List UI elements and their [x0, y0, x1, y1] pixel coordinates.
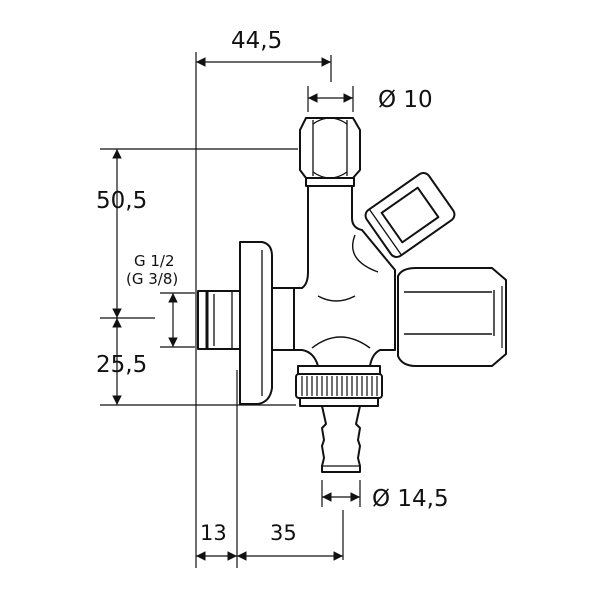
dim-bottom-right: 35: [270, 521, 297, 545]
dim-upper-height: 50,5: [96, 188, 147, 214]
hose-barb: [321, 405, 361, 473]
dim-hose-diameter: Ø 14,5: [372, 486, 449, 512]
wall-flange: [239, 241, 273, 405]
dim-thread-size: G 1/2: [134, 252, 175, 270]
knurled-nut: [295, 365, 383, 407]
top-hex-nut: [299, 117, 361, 187]
right-outlet-cap: [397, 267, 507, 367]
inlet-thread: [197, 287, 295, 351]
dimension-arrows: [112, 57, 360, 561]
dim-thread-size-alt: (G 3/8): [126, 270, 178, 288]
angled-outlet-cap: [364, 172, 456, 258]
dim-lower-height: 25,5: [96, 352, 147, 378]
valve-body: [293, 185, 396, 367]
dim-top-width: 44,5: [231, 28, 282, 54]
extension-lines: [100, 52, 361, 568]
dim-top-outlet-diameter: Ø 10: [378, 87, 433, 113]
dim-bottom-left: 13: [200, 521, 227, 545]
